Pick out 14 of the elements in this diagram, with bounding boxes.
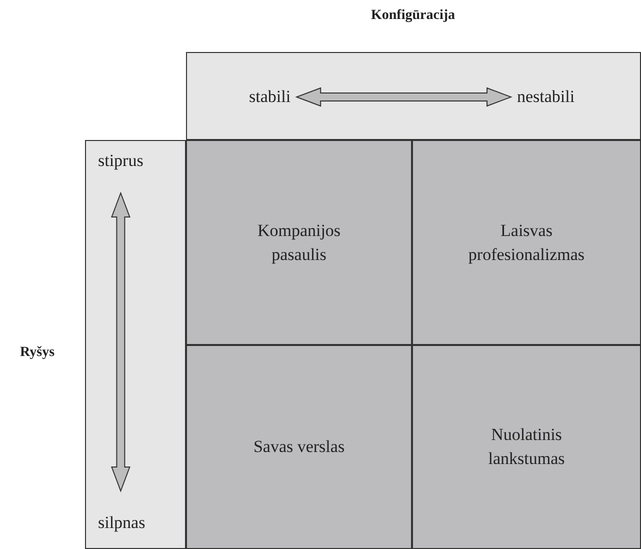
axis-end-label: silpnas (98, 513, 146, 533)
header-band (186, 52, 641, 140)
quadrant-label: Savas verslas (186, 345, 412, 549)
quadrant-label: Laisvas profesionalizmas (412, 140, 641, 345)
double-arrow (295, 87, 512, 107)
header-band (85, 140, 186, 549)
axis-end-label: nestabili (517, 87, 575, 107)
axis-title: Ryšys (20, 345, 55, 361)
axis-end-label: stiprus (98, 151, 144, 171)
quadrant-label: Kompanijos pasaulis (186, 140, 412, 345)
double-arrow (110, 192, 130, 492)
axis-end-label: stabili (249, 87, 291, 107)
axis-title: Konfigūracija (371, 8, 455, 24)
quadrant-label: Nuolatinis lankstumas (412, 345, 641, 549)
